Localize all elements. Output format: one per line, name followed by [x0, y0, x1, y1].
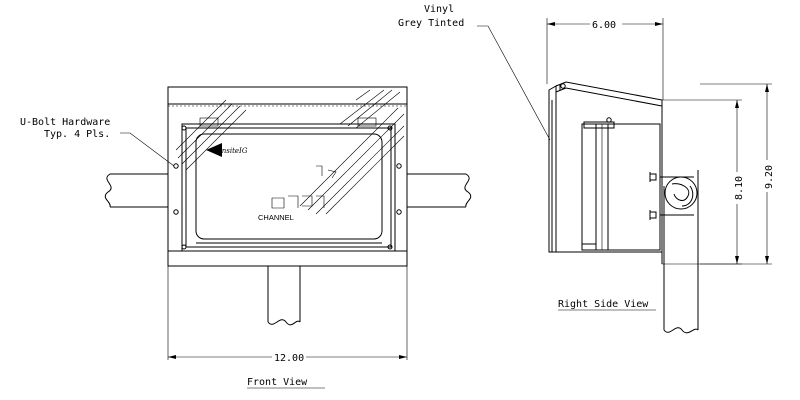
- dim-height-inner-text: 8.10: [734, 176, 745, 200]
- dim-width-front: 12.00: [167, 266, 408, 364]
- vinyl-leader: [477, 25, 551, 141]
- ubolt-leader: [120, 132, 175, 167]
- ubolt-label-line1: U-Bolt Hardware: [20, 117, 110, 128]
- pipe-left: [104, 173, 168, 208]
- inner-panel: [181, 123, 396, 252]
- dim-width-front-text: 12.00: [274, 353, 304, 364]
- brand-text: InsiteIG: [218, 147, 248, 155]
- front-view: InsiteIG CHANNEL U-Bolt: [20, 86, 472, 389]
- dim-height-outer-text: 9.20: [764, 165, 775, 189]
- side-pole: [649, 170, 699, 334]
- side-enclosure: [548, 81, 663, 264]
- right-side-view: Vinyl Grey Tinted 6.00: [398, 4, 775, 334]
- ubolt-label-line2: Typ. 4 Pls.: [44, 129, 110, 140]
- vinyl-label-line1: Vinyl: [424, 4, 454, 15]
- channel-text: CHANNEL: [258, 213, 294, 222]
- enclosure-outer: [167, 86, 408, 267]
- display-window: [195, 133, 383, 240]
- display-glyphs: [271, 165, 337, 209]
- dim-depth-side: 6.00: [546, 18, 664, 100]
- brand-logo: InsiteIG: [206, 143, 248, 157]
- vinyl-label-line2: Grey Tinted: [398, 18, 464, 29]
- tint-hatch: [175, 89, 405, 215]
- dim-depth-side-text: 6.00: [592, 20, 616, 31]
- right-side-view-title: Right Side View: [558, 299, 649, 310]
- pipe-right: [407, 173, 472, 208]
- screw-group: [173, 125, 402, 250]
- dim-height-inner: 8.10: [662, 99, 745, 265]
- front-view-title: Front View: [247, 377, 308, 388]
- pipe-bottom: [267, 266, 301, 326]
- dim-height-outer: 9.20: [700, 83, 775, 265]
